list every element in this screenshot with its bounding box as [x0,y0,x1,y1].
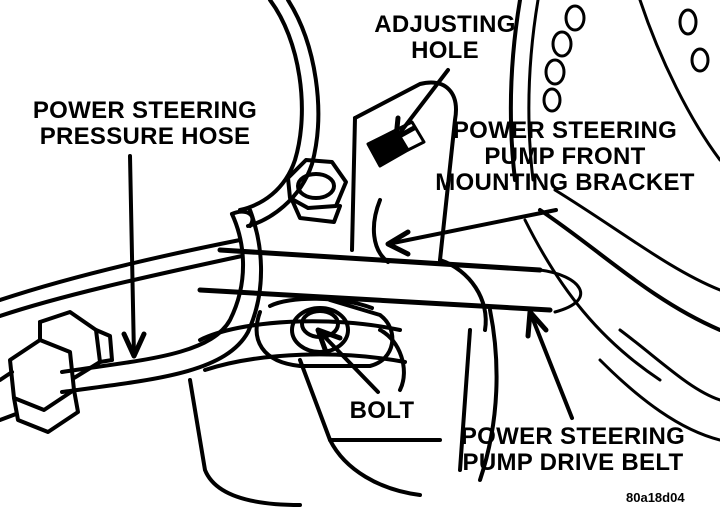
slot-bolt [254,296,395,368]
arrow-adjusting-hole [394,68,450,140]
arrow-bolt [316,328,380,394]
label-line: ADJUSTING [374,11,516,38]
label-line: PRESSURE HOSE [39,123,251,150]
label-adjusting-hole: ADJUSTING HOLE [356,12,534,64]
mounting-bracket [188,80,499,507]
leader-arrows [121,68,574,420]
arrow-front-bracket [386,208,558,246]
label-line: HOLE [411,37,479,64]
label-line: POWER STEERING [452,117,678,144]
hose-fitting [0,310,114,434]
label-line: POWER STEERING [32,97,258,124]
label-line: PUMP DRIVE BELT [462,449,684,476]
upper-hex-bolt [286,158,348,224]
label-line: PUMP FRONT [484,143,646,170]
label-bolt: BOLT [342,398,422,424]
label-front-mounting-bracket: POWER STEERING PUMP FRONT MOUNTING BRACK… [420,118,710,196]
label-line: BOLT [349,397,415,424]
arrow-pressure-hose [128,154,136,358]
label-line: POWER STEERING [460,423,686,450]
label-drive-belt: POWER STEERING PUMP DRIVE BELT [428,424,718,476]
arrow-drive-belt [528,310,574,420]
label-line: MOUNTING BRACKET [435,169,695,196]
engine-housing [0,0,321,318]
pressure-hose [60,208,263,394]
figure-code: 80a18d04 [626,490,685,505]
label-pressure-hose: POWER STEERING PRESSURE HOSE [10,98,280,150]
pulley [508,0,720,442]
